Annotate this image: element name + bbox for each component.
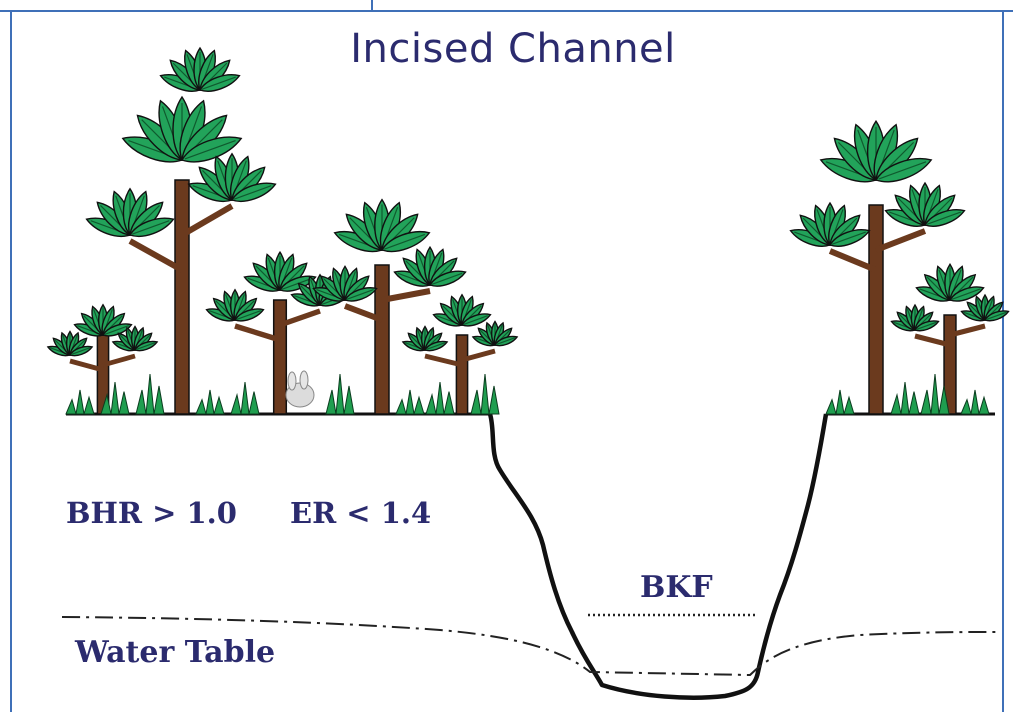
left-bank-trees: [46, 46, 519, 415]
diagram-title: Incised Channel: [350, 26, 676, 72]
rabbit-icon: [285, 370, 315, 408]
right-bank-trees: [789, 119, 1010, 415]
water-table-label: Water Table: [75, 635, 276, 670]
water-table-line: [61, 616, 1001, 677]
er-label: ER < 1.4: [290, 496, 432, 530]
channel-outline: [487, 413, 829, 700]
bhr-label: BHR > 1.0: [66, 496, 237, 530]
bkf-label: BKF: [640, 570, 713, 605]
grass-tufts: [65, 373, 990, 415]
